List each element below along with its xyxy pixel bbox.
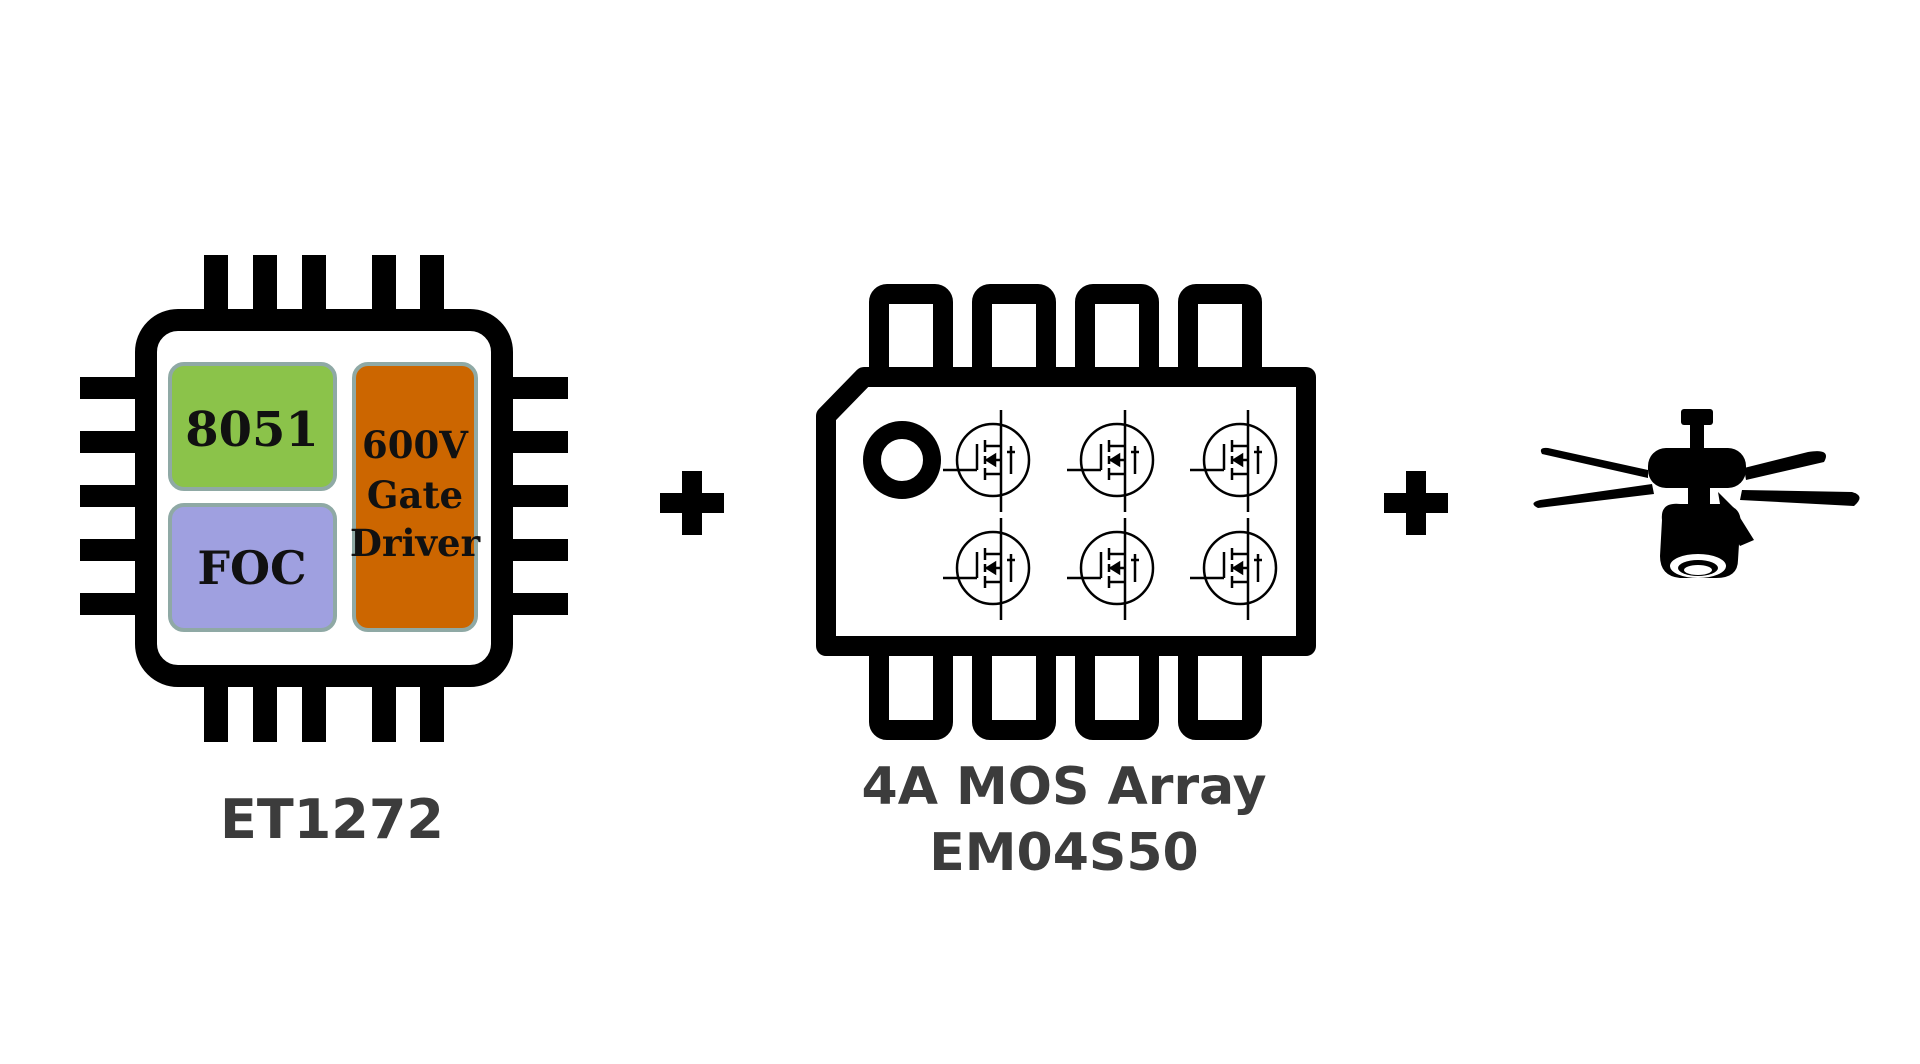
chip1-top-pins — [204, 255, 444, 315]
plus-sign-2 — [1384, 471, 1448, 535]
chip1-bottom-pins — [204, 682, 444, 742]
chip2-bottom-pins — [869, 630, 1262, 740]
foc-block — [168, 503, 337, 632]
chip2-body — [816, 367, 1316, 656]
chip2-label-line1: 4A MOS Array — [862, 757, 1267, 817]
plus-sign-1 — [660, 471, 724, 535]
ceiling-fan-icon — [1533, 409, 1860, 578]
chip1-label: ET1272 — [220, 788, 444, 851]
mosfet-symbol — [943, 410, 1031, 512]
mosfet-symbol — [1190, 410, 1278, 512]
gate-driver-label-line3: Driver — [350, 521, 481, 565]
mosfet-group — [943, 410, 1278, 620]
cpu-block — [168, 362, 337, 491]
mosfet-symbol — [1190, 518, 1278, 620]
mosfet-symbol — [1067, 518, 1155, 620]
mos-array-chip — [816, 284, 1316, 740]
chip2-label-line2: EM04S50 — [929, 823, 1198, 883]
gate-driver-label-line2: Gate — [367, 473, 463, 517]
gate-driver-label-line1: 600V — [362, 423, 469, 467]
mosfet-symbol — [943, 518, 1031, 620]
chip1-left-pins — [80, 377, 140, 615]
cpu-block-label: 8051 — [185, 402, 319, 458]
pin1-indicator — [863, 421, 941, 499]
gate-driver-block — [352, 362, 478, 632]
foc-block-label: FOC — [197, 541, 306, 595]
et1272-chip: 8051 FOC 600V Gate Driver — [80, 255, 568, 742]
mosfet-symbol — [1067, 410, 1155, 512]
chip1-right-pins — [508, 377, 568, 615]
